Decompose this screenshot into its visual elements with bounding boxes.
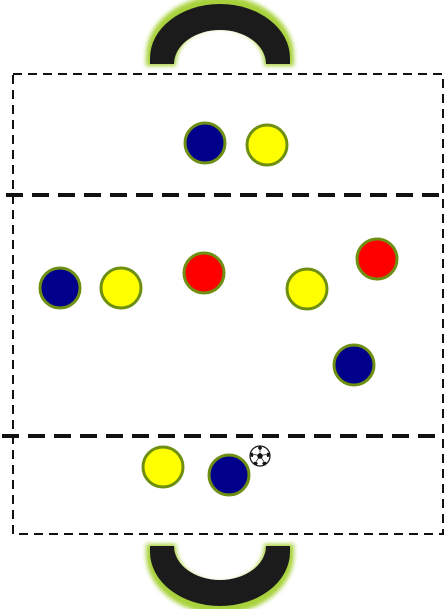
- player-blue-bottom-9: [207, 453, 251, 497]
- player-blue-middle-7: [332, 343, 376, 387]
- player-blue-top-0: [183, 121, 227, 165]
- player-yellow-top-1: [245, 123, 289, 167]
- players: [38, 121, 399, 497]
- field-boundary: [12, 73, 444, 535]
- player-yellow-middle-3: [99, 266, 143, 310]
- soccer-ball-icon: [249, 445, 271, 467]
- player-yellow-middle-5: [285, 267, 329, 311]
- player-yellow-bottom-8: [141, 445, 185, 489]
- player-blue-middle-2: [38, 266, 82, 310]
- goal-bottom-icon: [146, 544, 294, 609]
- player-red-middle-6: [355, 237, 399, 281]
- player-red-middle-4: [182, 251, 226, 295]
- goal-top-icon: [146, 0, 294, 66]
